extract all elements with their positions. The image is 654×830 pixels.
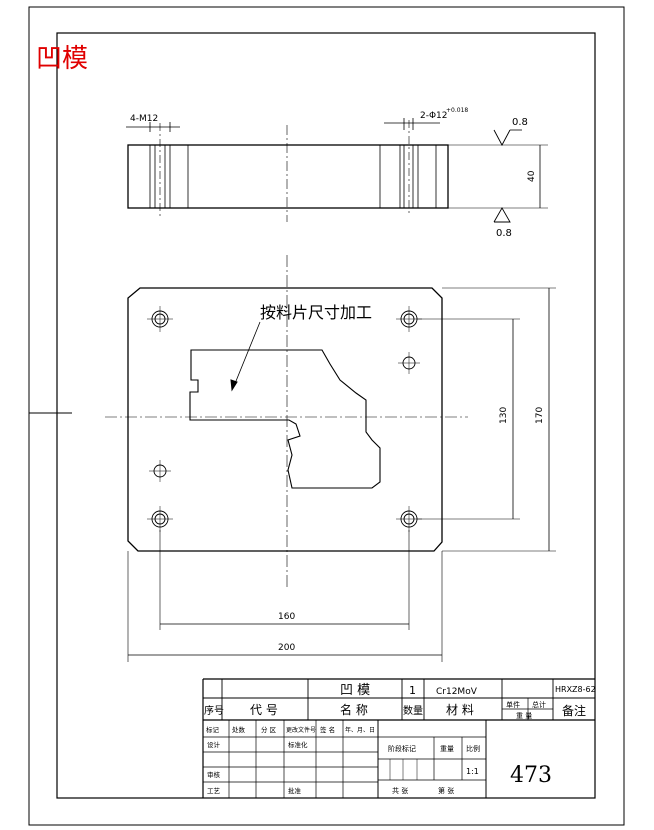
tb-sheets-total: 共 张 bbox=[392, 786, 408, 795]
dim-inner-height: 130 bbox=[499, 407, 509, 424]
roughness-bottom: 0.8 bbox=[496, 228, 512, 239]
tb-r-zone: 分 区 bbox=[261, 725, 277, 734]
tb-review: 审核 bbox=[207, 770, 221, 779]
tb-sheet-no: 第 张 bbox=[438, 786, 454, 795]
title-block bbox=[202, 678, 595, 798]
dim-thickness: 40 bbox=[527, 170, 537, 182]
plan-view bbox=[105, 255, 556, 662]
dim-2-pin: 2-Φ12 bbox=[420, 111, 448, 121]
hole-top-left bbox=[147, 306, 173, 332]
side-view bbox=[126, 118, 548, 223]
tb-weight: 重量 bbox=[440, 745, 454, 753]
tb-material: Cr12MoV bbox=[436, 687, 478, 697]
tb-r-sign: 签 名 bbox=[320, 725, 335, 734]
tb-r-date: 年、月、日 bbox=[345, 726, 375, 734]
tb-r-docno: 更改文件号 bbox=[286, 726, 316, 734]
tb-stage-mark: 阶段标记 bbox=[388, 744, 416, 753]
tb-process: 工艺 bbox=[207, 787, 221, 795]
drawing-title: 凹模 bbox=[36, 44, 88, 74]
hole-bottom-left bbox=[147, 506, 173, 532]
tb-r-count: 处数 bbox=[232, 725, 246, 734]
roughness-top: 0.8 bbox=[512, 117, 528, 128]
tb-part-name: 凹 模 bbox=[340, 683, 370, 698]
tb-hdr-remarks: 备注 bbox=[562, 703, 586, 718]
tb-hdr-no: 序号 bbox=[204, 704, 224, 717]
tb-design: 设计 bbox=[207, 740, 221, 749]
tb-hdr-single: 单件 bbox=[506, 700, 520, 709]
tb-scale: 1:1 bbox=[466, 767, 479, 776]
inner-frame bbox=[56, 32, 596, 799]
tb-hdr-total: 总计 bbox=[532, 700, 546, 709]
outer-border bbox=[28, 6, 625, 826]
tb-hdr-code: 代 号 bbox=[250, 703, 278, 717]
tb-hdr-material: 材 料 bbox=[446, 703, 474, 717]
dim-outer-height: 170 bbox=[535, 407, 545, 424]
tb-ratio: 比例 bbox=[466, 744, 480, 753]
machining-note: 按料片尺寸加工 bbox=[260, 303, 372, 322]
dim-pin-tolerance: +0.018 bbox=[446, 107, 468, 114]
tb-hdr-weight: 重 量 bbox=[516, 712, 532, 720]
tb-quantity: 1 bbox=[409, 684, 416, 697]
tb-number: 473 bbox=[510, 763, 552, 788]
pin-right bbox=[398, 352, 420, 374]
tb-standardize: 标准化 bbox=[288, 740, 308, 749]
dim-hole-span: 160 bbox=[278, 612, 295, 622]
tb-drawing-no: HRXZ8-62 bbox=[555, 685, 596, 694]
dim-width: 200 bbox=[278, 643, 295, 653]
tb-approve: 批准 bbox=[288, 786, 302, 795]
dim-4-m12: 4-M12 bbox=[130, 114, 158, 124]
pin-left bbox=[149, 460, 171, 482]
tb-r-mark: 标记 bbox=[206, 725, 220, 734]
tb-hdr-qty: 数量 bbox=[403, 704, 423, 717]
tb-hdr-name: 名 称 bbox=[340, 702, 368, 717]
